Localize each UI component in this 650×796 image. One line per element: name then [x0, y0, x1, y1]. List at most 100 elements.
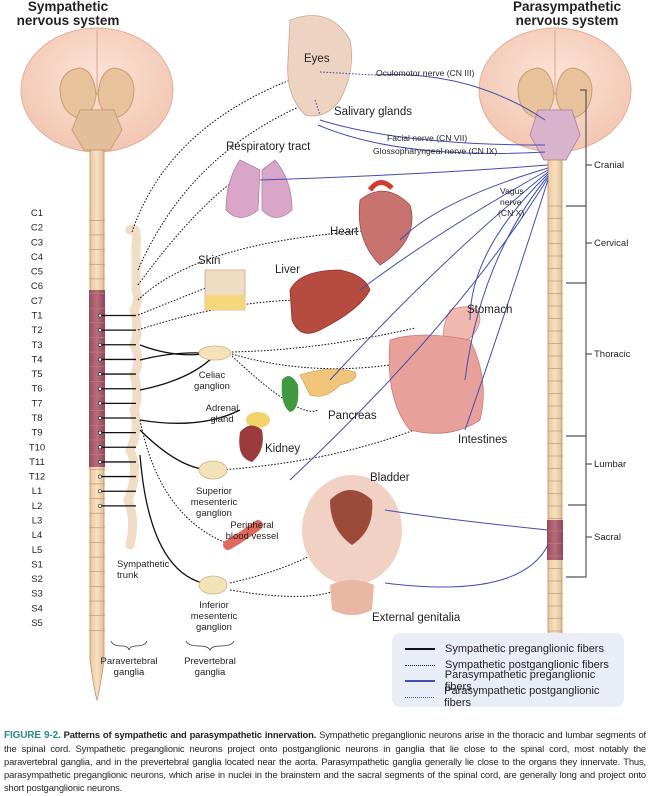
neuron-cell-body	[98, 489, 102, 494]
label-oculomotor-nerve: Oculomotor nerve (CN III)	[376, 68, 475, 78]
segment-label-c3: C3	[31, 237, 43, 248]
skin-block	[204, 269, 246, 311]
sympathetic-postganglionic-fibers	[131, 71, 461, 597]
parasympathetic-title-line2: nervous system	[516, 13, 619, 28]
segment-label-c6: C6	[31, 281, 43, 292]
segment-label-s1: S1	[31, 559, 43, 570]
segment-label-t5: T5	[31, 369, 42, 380]
legend-label: Sympathetic preganglionic fibers	[445, 643, 604, 655]
blood-vessel	[223, 520, 263, 550]
caption-figure-number: FIGURE 9-2.	[4, 730, 61, 741]
caption-body: Sympathetic preganglionic neurons arise …	[4, 729, 646, 793]
innervation-diagram: Sympathetic nervous system Parasympathet…	[17, 0, 632, 702]
liver	[289, 269, 371, 334]
neuron-cell-body	[98, 372, 102, 376]
segment-label-t2: T2	[31, 325, 42, 336]
spinal-segment-labels: C1C2C3C4C5C6C7T1T2T3T4T5T6T7T8T9T10T11T1…	[29, 208, 45, 629]
neuron-cell-body	[98, 416, 102, 420]
segment-label-t4: T4	[31, 354, 42, 365]
label-stomach: Stomach	[467, 304, 512, 316]
label-intestines: Intestines	[458, 434, 507, 446]
legend-swatch-dotted-blue	[405, 696, 435, 698]
paravertebral-brace	[110, 640, 148, 651]
segment-label-c1: C1	[31, 208, 43, 219]
cord-segment-lines-right	[548, 205, 562, 669]
parasympathetic-spinal-cord	[547, 159, 563, 702]
legend-item-sympathetic-pre: Sympathetic preganglionic fibers	[392, 641, 604, 657]
neuron-cell-body	[98, 401, 102, 406]
label-vagus-nerve: Vagus	[500, 186, 524, 196]
label-prevertebral-ganglia: Prevertebral	[184, 656, 236, 667]
adrenal-kidney	[239, 412, 270, 462]
segment-label-s4: S4	[31, 603, 43, 614]
segment-label-c2: C2	[31, 223, 43, 234]
label-heart: Heart	[330, 226, 359, 238]
neuron-cell-body	[98, 445, 102, 450]
segment-label-t1: T1	[31, 311, 42, 322]
label-external-genitalia: External genitalia	[372, 612, 461, 624]
neuron-cell-body	[98, 342, 102, 347]
segment-label-t10: T10	[29, 442, 45, 453]
label-sympathetic-trunk: Sympathetic	[117, 559, 170, 570]
sympathetic-spinal-cord	[89, 149, 105, 702]
label-vagus-nerve-3: (CN X)	[498, 208, 524, 218]
sympathetic-preganglionic-fibers	[98, 313, 136, 508]
head-profile	[287, 15, 353, 117]
gallbladder-pancreas	[281, 368, 357, 412]
label-peripheral-vessel: Peripheral	[230, 520, 273, 531]
legend-label: Parasympathetic preganglionic fibers	[444, 669, 596, 693]
label-eyes: Eyes	[304, 53, 330, 65]
legend-label: Parasympathetic postganglionic fibers	[444, 685, 600, 709]
neuron-cell-body	[98, 386, 102, 391]
segment-label-s2: S2	[31, 574, 43, 585]
segment-label-l5: L5	[32, 545, 43, 556]
neuron-cell-body	[98, 357, 102, 362]
segment-label-l1: L1	[32, 486, 43, 497]
ganglia	[198, 345, 232, 595]
region-label-lumbar: Lumbar	[594, 459, 626, 470]
neuron-cell-body	[98, 328, 102, 333]
label-salivary-glands: Salivary glands	[334, 106, 412, 118]
segment-label-l3: L3	[32, 516, 43, 527]
label-adrenal-gland: Adrenal	[206, 403, 239, 414]
neuron-cell-body	[98, 474, 102, 479]
legend-swatch-solid-blue	[405, 680, 435, 682]
parasympathetic-title: Parasympathetic	[513, 0, 622, 14]
parasympathetic-preganglionic-fibers	[259, 74, 549, 588]
legend-swatch-solid-black	[405, 648, 435, 650]
label-prevertebral-ganglia-2: ganglia	[195, 667, 226, 678]
figure-caption: FIGURE 9-2. Patterns of sympathetic and …	[4, 728, 646, 794]
label-paravertebral-ganglia: Paravertebral	[100, 656, 157, 667]
segment-label-t11: T11	[29, 457, 45, 468]
label-glossopharyngeal-nerve: Glossopharyngeal nerve (CN IX)	[373, 146, 497, 156]
label-sympathetic-trunk-2: trunk	[117, 570, 138, 581]
label-kidney: Kidney	[265, 443, 300, 455]
label-respiratory-tract: Respiratory tract	[226, 141, 311, 153]
neuron-cell-body	[98, 503, 102, 508]
cord-segment-lines	[89, 220, 105, 631]
label-superior-mesenteric-3: ganglion	[196, 508, 232, 519]
label-skin: Skin	[198, 255, 220, 267]
segment-label-t12: T12	[29, 472, 45, 483]
label-celiac-ganglion-2: ganglion	[194, 381, 230, 392]
sympathetic-trunk-chain	[123, 224, 143, 550]
segment-label-t7: T7	[31, 398, 42, 409]
segment-label-s5: S5	[31, 618, 43, 629]
segment-label-s3: S3	[31, 589, 43, 600]
lungs	[225, 159, 293, 218]
sympathetic-title-line2: nervous system	[17, 13, 120, 28]
sympathetic-brain	[20, 27, 174, 153]
legend: Sympathetic preganglionic fibers Sympath…	[392, 633, 624, 709]
segment-label-l4: L4	[32, 530, 43, 541]
heart	[358, 180, 413, 266]
legend-swatch-dotted-black	[405, 664, 435, 666]
label-superior-mesenteric-2: mesenteric	[191, 497, 238, 508]
legend-item-parasympathetic-post: Parasympathetic postganglionic fibers	[392, 685, 624, 709]
label-inferior-mesenteric: Inferior	[199, 600, 229, 611]
segment-label-c5: C5	[31, 267, 43, 278]
legend-item-sympathetic-post: Sympathetic postganglionic fibers	[392, 657, 609, 673]
neuron-cell-body	[98, 313, 102, 318]
stomach	[442, 306, 481, 346]
neuron-cell-body	[98, 430, 102, 435]
segment-label-c4: C4	[31, 252, 43, 263]
